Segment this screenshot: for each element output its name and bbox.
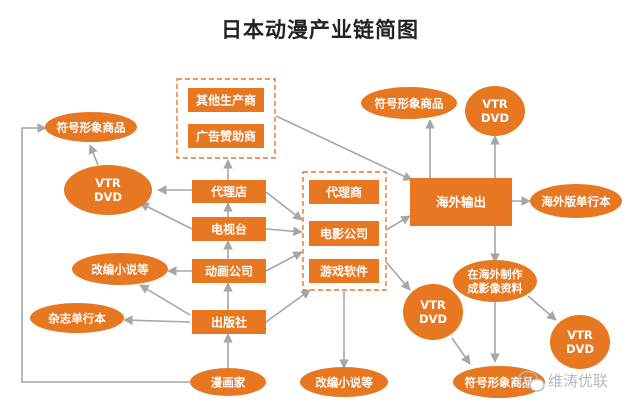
edge-publisher-to-media <box>265 289 311 323</box>
node-ad-sponsor <box>188 124 264 148</box>
label-ad-sponsor: 广告赞助商 <box>196 129 256 144</box>
label-vtr-left-2: DVD <box>94 190 122 204</box>
edge-tv-to-vtr-left <box>139 202 193 230</box>
label-symbol-goods-bottom: 符号形象商品 <box>465 376 534 390</box>
node-overseas-export <box>410 178 512 226</box>
wechat-icon <box>518 370 545 392</box>
edge-game-to-vtr-mid <box>385 261 411 291</box>
page-title: 日本动漫产业链简图 <box>221 18 419 42</box>
label-vtr-left-1: VTR <box>95 176 121 190</box>
node-vtr-right <box>550 315 610 369</box>
label-agency-store: 代理店 <box>210 184 247 199</box>
label-manga-artist: 漫画家 <box>211 376 246 390</box>
node-tv-station <box>192 217 266 241</box>
watermark: 维涛优联 <box>518 370 608 392</box>
node-publisher <box>192 310 266 334</box>
top-producer-group <box>176 78 276 159</box>
node-agent <box>309 180 379 204</box>
node-other-producer <box>188 88 264 112</box>
node-agency-store <box>192 180 266 203</box>
label-other-producer: 其他生产商 <box>196 93 256 108</box>
edge-producers-to-overseas <box>275 115 413 181</box>
label-anime-company: 动画公司 <box>205 265 253 279</box>
node-symbol-goods-top <box>361 87 457 119</box>
label-overseas-image-2: 成影像资料 <box>468 281 523 295</box>
label-overseas-volume: 海外版单行本 <box>542 195 611 209</box>
label-game-software: 游戏软件 <box>320 264 368 279</box>
node-novel-left <box>72 253 168 285</box>
node-vtr-top <box>465 86 525 136</box>
label-vtr-mid-1: VTR <box>420 298 446 312</box>
node-magazine <box>30 303 124 333</box>
label-overseas-image-1: 在海外制作 <box>468 267 523 281</box>
edge-manga-to-goods <box>21 123 190 383</box>
label-symbol-goods-left: 符号形象商品 <box>57 121 126 135</box>
label-novel-bottom: 改编小说等 <box>315 376 373 390</box>
edge-publisher-to-novel <box>139 284 191 316</box>
edge-vtr-mid-to-goods-bottom <box>451 337 471 365</box>
connectors <box>21 115 557 383</box>
node-game-software <box>309 259 379 283</box>
node-symbol-goods-left <box>45 112 137 142</box>
edge-image-to-vtr-right <box>527 295 557 321</box>
label-tv-station: 电视台 <box>211 222 247 237</box>
edge-publisher-to-magazine <box>123 315 191 326</box>
label-vtr-top-1: VTR <box>482 97 508 111</box>
edge-media-to-overseas <box>385 215 411 231</box>
label-vtr-right-1: VTR <box>567 328 593 342</box>
node-film-company <box>309 221 379 246</box>
label-overseas-export: 海外输出 <box>436 195 486 210</box>
node-manga-artist <box>190 368 266 396</box>
node-anime-company <box>192 259 266 283</box>
ellipse-nodes <box>30 86 622 398</box>
rect-nodes <box>188 88 512 334</box>
label-publisher: 出版社 <box>211 315 247 330</box>
edge-anime-to-media <box>265 251 303 272</box>
label-vtr-top-2: DVD <box>481 111 509 125</box>
edge-agency-to-media <box>265 191 303 221</box>
node-vtr-left <box>64 165 152 215</box>
node-vtr-mid <box>403 284 463 340</box>
label-agent: 代理商 <box>325 185 362 200</box>
node-overseas-volume <box>530 184 622 218</box>
edge-vtr-to-goods <box>88 144 99 166</box>
label-symbol-goods-top: 符号形象商品 <box>375 97 444 111</box>
watermark-text: 维涛优联 <box>548 372 608 390</box>
label-film-company: 电影公司 <box>320 226 368 241</box>
label-vtr-right-2: DVD <box>566 342 594 356</box>
label-novel-left: 改编小说等 <box>91 263 149 277</box>
label-magazine: 杂志单行本 <box>48 312 106 326</box>
node-labels: 其他生产商 广告赞助商 代理店 电视台 动画公司 出版社 代理商 电影公司 游戏… <box>48 93 611 390</box>
node-overseas-image <box>453 260 537 302</box>
label-vtr-mid-2: DVD <box>419 312 447 326</box>
edge-tv-to-media <box>265 226 303 237</box>
node-novel-bottom <box>300 367 388 397</box>
